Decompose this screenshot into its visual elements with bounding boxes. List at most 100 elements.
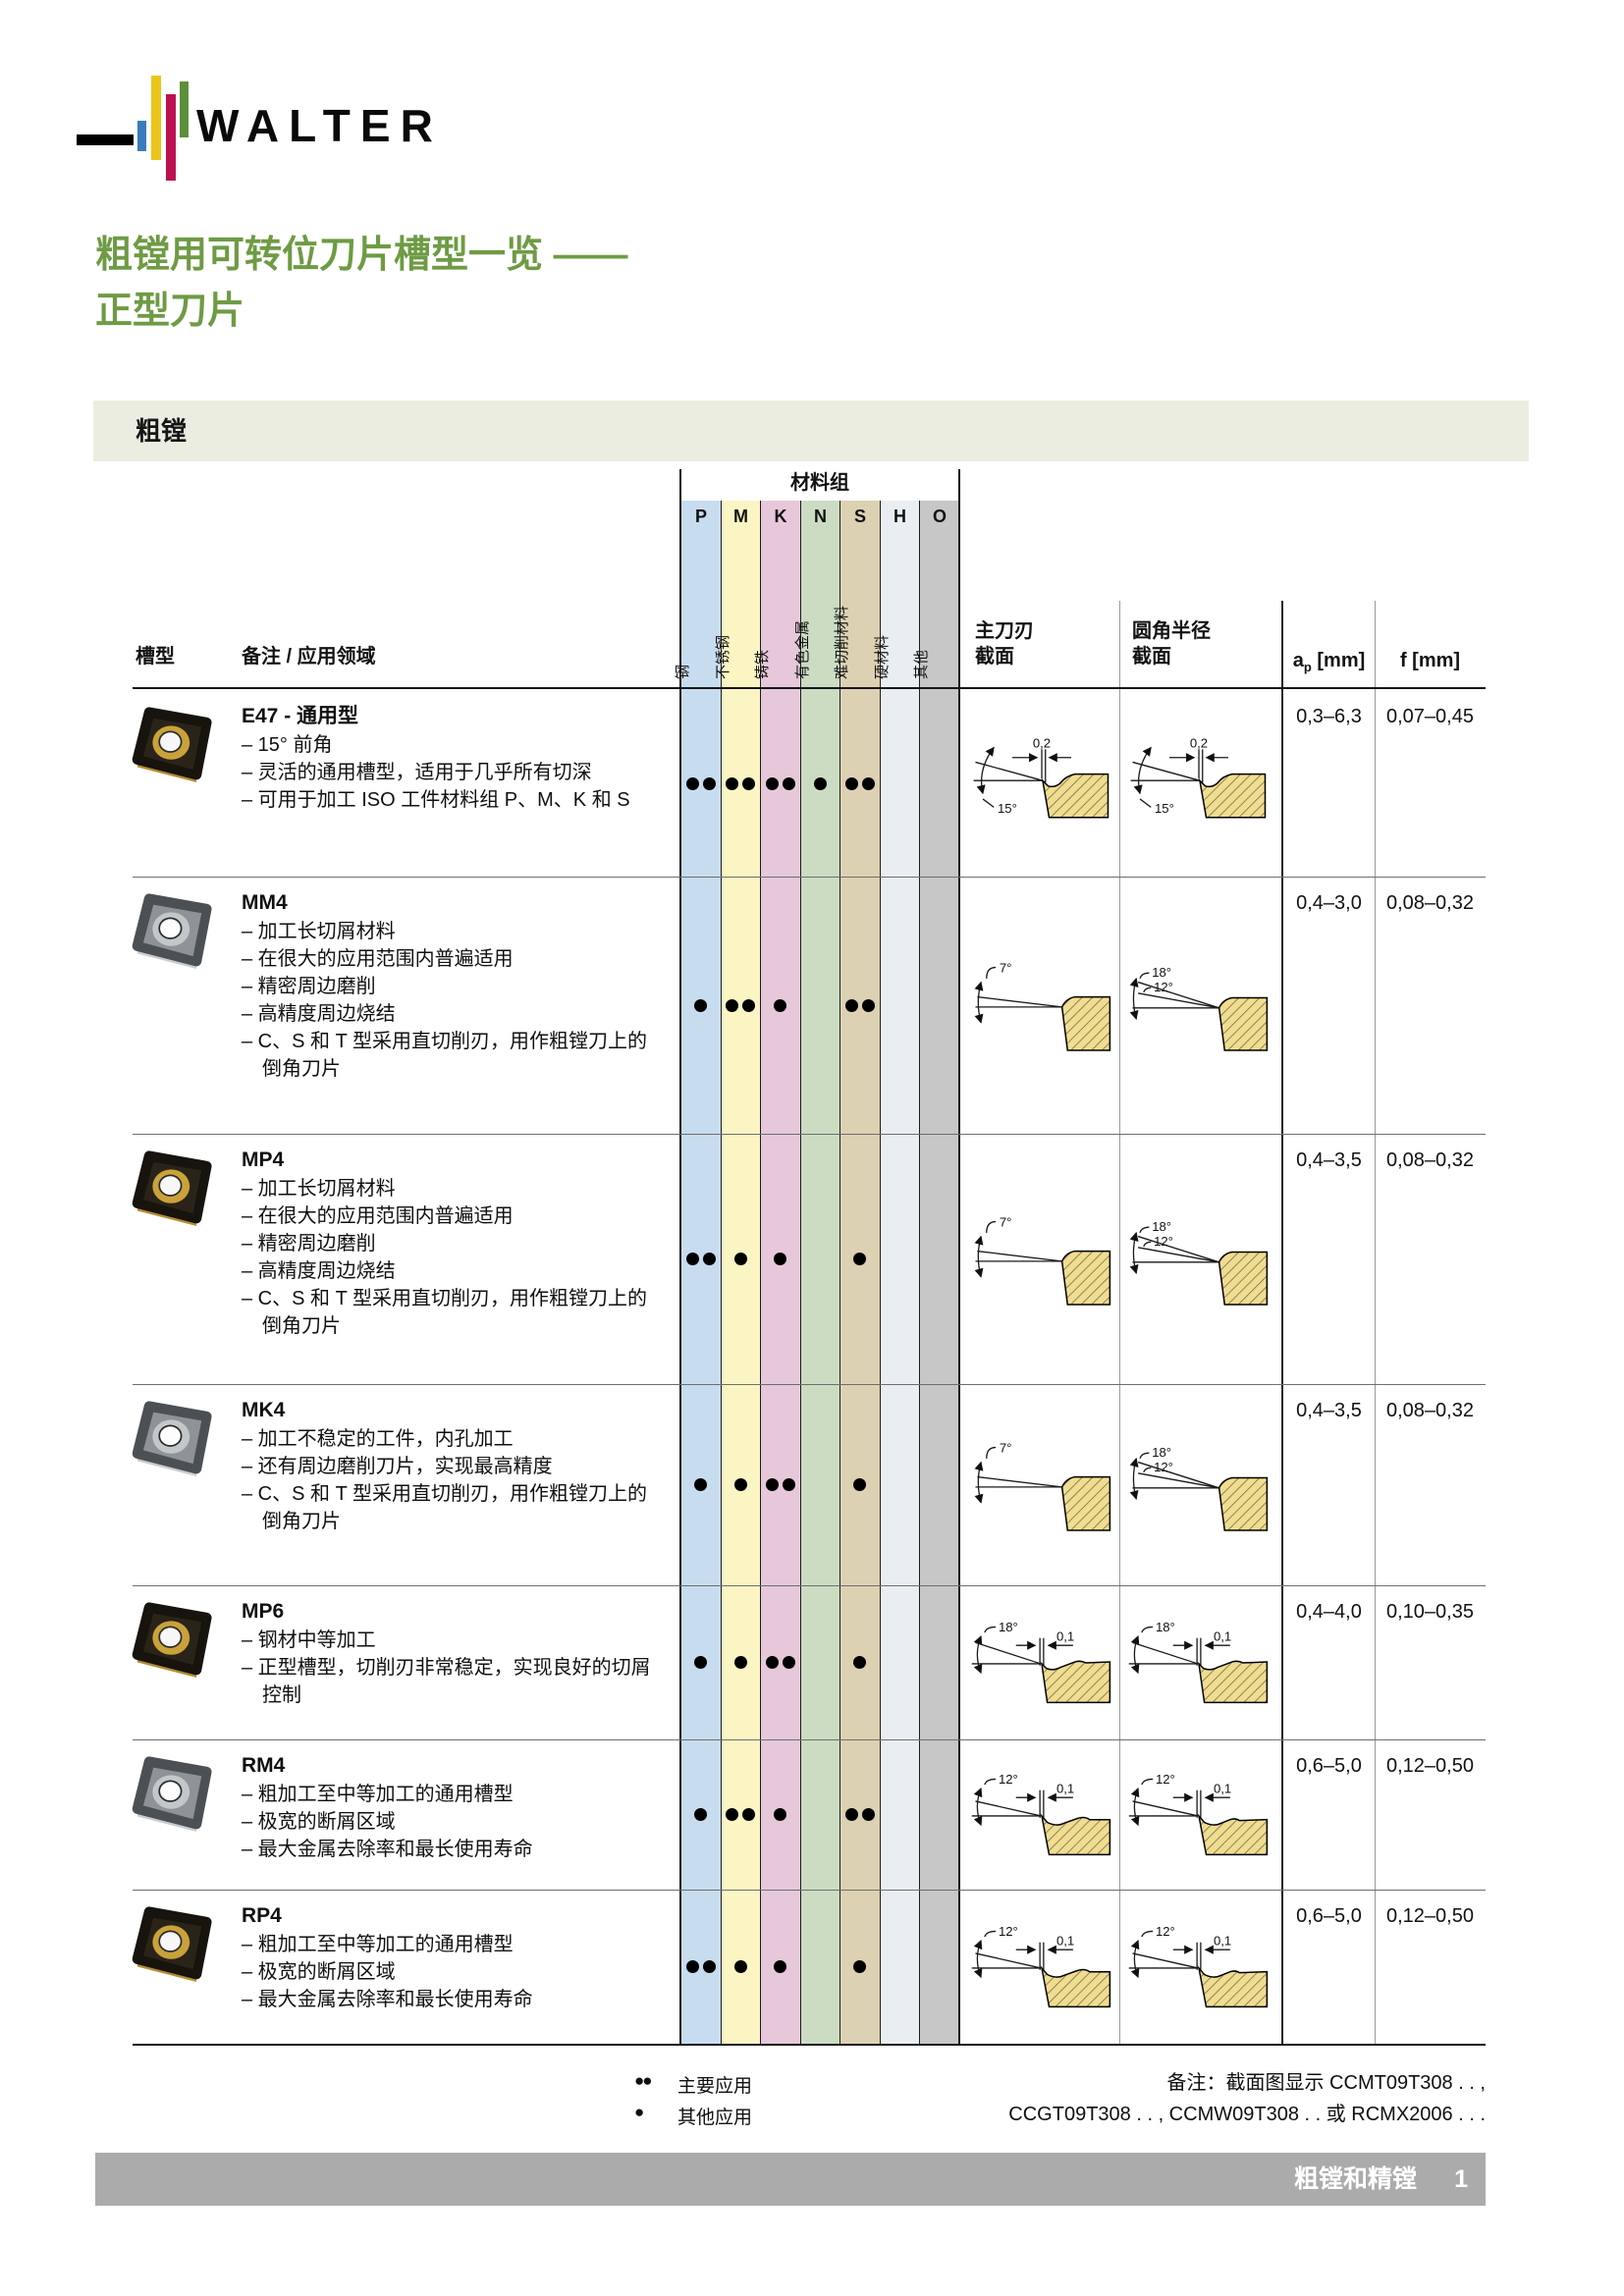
svg-text:12°: 12° (1154, 980, 1173, 994)
geometry-title: RP4 (242, 1904, 282, 1927)
legend-dots-icon: ●● (634, 2071, 653, 2090)
note-line: – 精密周边磨削 (242, 976, 376, 997)
svg-text:12°: 12° (1154, 1233, 1173, 1248)
usage-dots-K (760, 776, 800, 790)
f-range: 0,08–0,32 (1386, 1400, 1474, 1421)
application-dot-icon (853, 1253, 866, 1265)
application-dot-icon (853, 1656, 866, 1669)
usage-dots-M (721, 1253, 760, 1266)
logo-yellow-bar (151, 76, 161, 160)
grid-hline-header-bottom (133, 687, 1486, 689)
ap-range: 0,6–5,0 (1296, 1755, 1362, 1777)
application-dot-icon (694, 998, 707, 1012)
column-header-main-section: 主刀刃 截面 (975, 618, 1034, 669)
usage-dots-K (760, 1656, 800, 1670)
material-usage-dots (680, 1478, 959, 1492)
usage-dots-S (839, 1960, 880, 1974)
note-line: – C、S 和 T 型采用直切削刃，用作粗镗刀上的倒角刀片 (242, 1031, 647, 1080)
logo-black-bar (77, 134, 134, 145)
note-line: – 钢材中等加工 (242, 1629, 376, 1651)
application-dot-icon (685, 1253, 699, 1265)
grid-hline-row6 (133, 1890, 1486, 1891)
f-range: 0,07–0,45 (1386, 706, 1474, 727)
usage-dots-M (721, 1960, 760, 1974)
footnote-line2: CCGT09T308 . . , CCMW09T308 . . 或 RCMX20… (1008, 2104, 1486, 2125)
column-header-f: f [mm] (1399, 650, 1461, 671)
application-dot-icon (726, 776, 738, 790)
svg-text:0,1: 0,1 (1214, 1781, 1231, 1795)
table-row-mk4: MK4 – 加工不稳定的工件，内孔加工 – 还有周边磨削刀片，实现最高精度 – … (0, 1384, 1624, 1585)
brand-wordmark: WALTER (196, 100, 443, 151)
table-row-rm4: RM4 – 粗加工至中等加工的通用槽型 – 极宽的断屑区域 – 最大金属去除率和… (0, 1739, 1624, 1890)
footnote: 备注：截面图显示 CCMT09T308 . . , CCGT09T308 . .… (1008, 2067, 1486, 2130)
insert-photo (132, 1401, 212, 1476)
note-line: – 正型槽型，切削刃非常稳定，实现良好的切屑控制 (242, 1657, 651, 1706)
ap-range: 0,4–3,0 (1296, 892, 1362, 914)
legend-primary-use: ●● 主要应用 (634, 2071, 752, 2098)
svg-text:18°: 18° (1152, 965, 1171, 980)
geometry-title: MP4 (242, 1148, 285, 1171)
main-edge-section-diagram: 12° 0,1 (971, 1924, 1111, 2007)
svg-text:0,1: 0,1 (1056, 1781, 1074, 1795)
f-range: 0,12–0,50 (1386, 1755, 1474, 1777)
application-dot-icon (844, 998, 858, 1012)
usage-dots-N (800, 776, 839, 790)
page-title-line2: 正型刀片 (95, 291, 245, 332)
geometry-notes: – 15° 前角 – 灵活的通用槽型，适用于几乎所有切深 – 可用于加工 ISO… (242, 731, 664, 814)
application-dot-icon (765, 1478, 779, 1491)
usage-dots-P (680, 1960, 721, 1974)
main-edge-section-diagram: 7° (974, 960, 1111, 1051)
corner-radius-section-diagram: 0,2 15° (1130, 735, 1267, 819)
corner-section-label-line1: 圆角半径 (1132, 620, 1211, 642)
svg-text:0,2: 0,2 (1190, 735, 1208, 750)
note-line: – 加工不稳定的工件，内孔加工 (242, 1428, 514, 1450)
material-code: P (694, 507, 707, 526)
usage-dots-K (760, 1960, 800, 1974)
application-dot-icon (844, 1808, 858, 1821)
application-dot-icon (733, 1656, 747, 1669)
application-dot-icon (774, 1808, 786, 1821)
note-line: – 精密周边磨削 (242, 1233, 376, 1255)
grid-vline-material-left (679, 469, 681, 2044)
insert-photo (132, 1150, 212, 1226)
svg-text:7°: 7° (1000, 1214, 1012, 1229)
note-line: – 极宽的断屑区域 (242, 1961, 396, 1983)
material-usage-dots (680, 1808, 959, 1822)
corner-radius-section-diagram: 12° 0,1 (1128, 1772, 1269, 1855)
application-dot-icon (844, 776, 858, 790)
svg-text:0,1: 0,1 (1214, 1629, 1231, 1643)
application-dot-icon (742, 1808, 755, 1821)
application-dot-icon (782, 776, 795, 790)
application-dot-icon (742, 998, 755, 1012)
application-dot-icon (733, 1478, 747, 1491)
geometry-notes: – 粗加工至中等加工的通用槽型 – 极宽的断屑区域 – 最大金属去除率和最长使用… (242, 1781, 664, 1863)
usage-dots-P (680, 1656, 721, 1670)
main-section-label-line1: 主刀刃 (975, 620, 1034, 642)
ap-range: 0,4–3,5 (1296, 1400, 1362, 1421)
svg-text:0,2: 0,2 (1033, 735, 1051, 750)
usage-dots-S (839, 1253, 880, 1266)
usage-dots-K (760, 1253, 800, 1266)
f-range: 0,08–0,32 (1386, 1149, 1474, 1171)
column-header-material-group: 材料组 (790, 472, 849, 494)
svg-text:7°: 7° (1000, 960, 1012, 975)
column-header-notes: 备注 / 应用领域 (242, 646, 376, 667)
note-line: – 极宽的断屑区域 (242, 1811, 396, 1833)
material-name-vertical: 硬材料 (873, 634, 891, 679)
insert-photo (132, 1602, 212, 1678)
table-row-rp4: RP4 – 粗加工至中等加工的通用槽型 – 极宽的断屑区域 – 最大金属去除率和… (0, 1890, 1624, 2044)
logo-blue-bar (137, 121, 146, 151)
f-range: 0,12–0,50 (1386, 1905, 1474, 1927)
note-line: – 加工长切屑材料 (242, 921, 396, 942)
grid-vline-material-right (958, 469, 960, 2044)
ap-range: 0,3–6,3 (1296, 706, 1362, 727)
geometry-notes: – 钢材中等加工 – 正型槽型，切削刃非常稳定，实现良好的切屑控制 (242, 1627, 664, 1709)
footnote-line1: 备注：截面图显示 CCMT09T308 . . , (1166, 2072, 1487, 2094)
legend-other-use: ● 其他应用 (634, 2103, 752, 2129)
legend-label: 其他应用 (677, 2108, 753, 2128)
grid-hline-row2 (133, 1134, 1486, 1135)
footer-section-title: 粗镗和精镗 (1293, 2165, 1417, 2193)
grid-vline-sections (1119, 601, 1120, 2044)
